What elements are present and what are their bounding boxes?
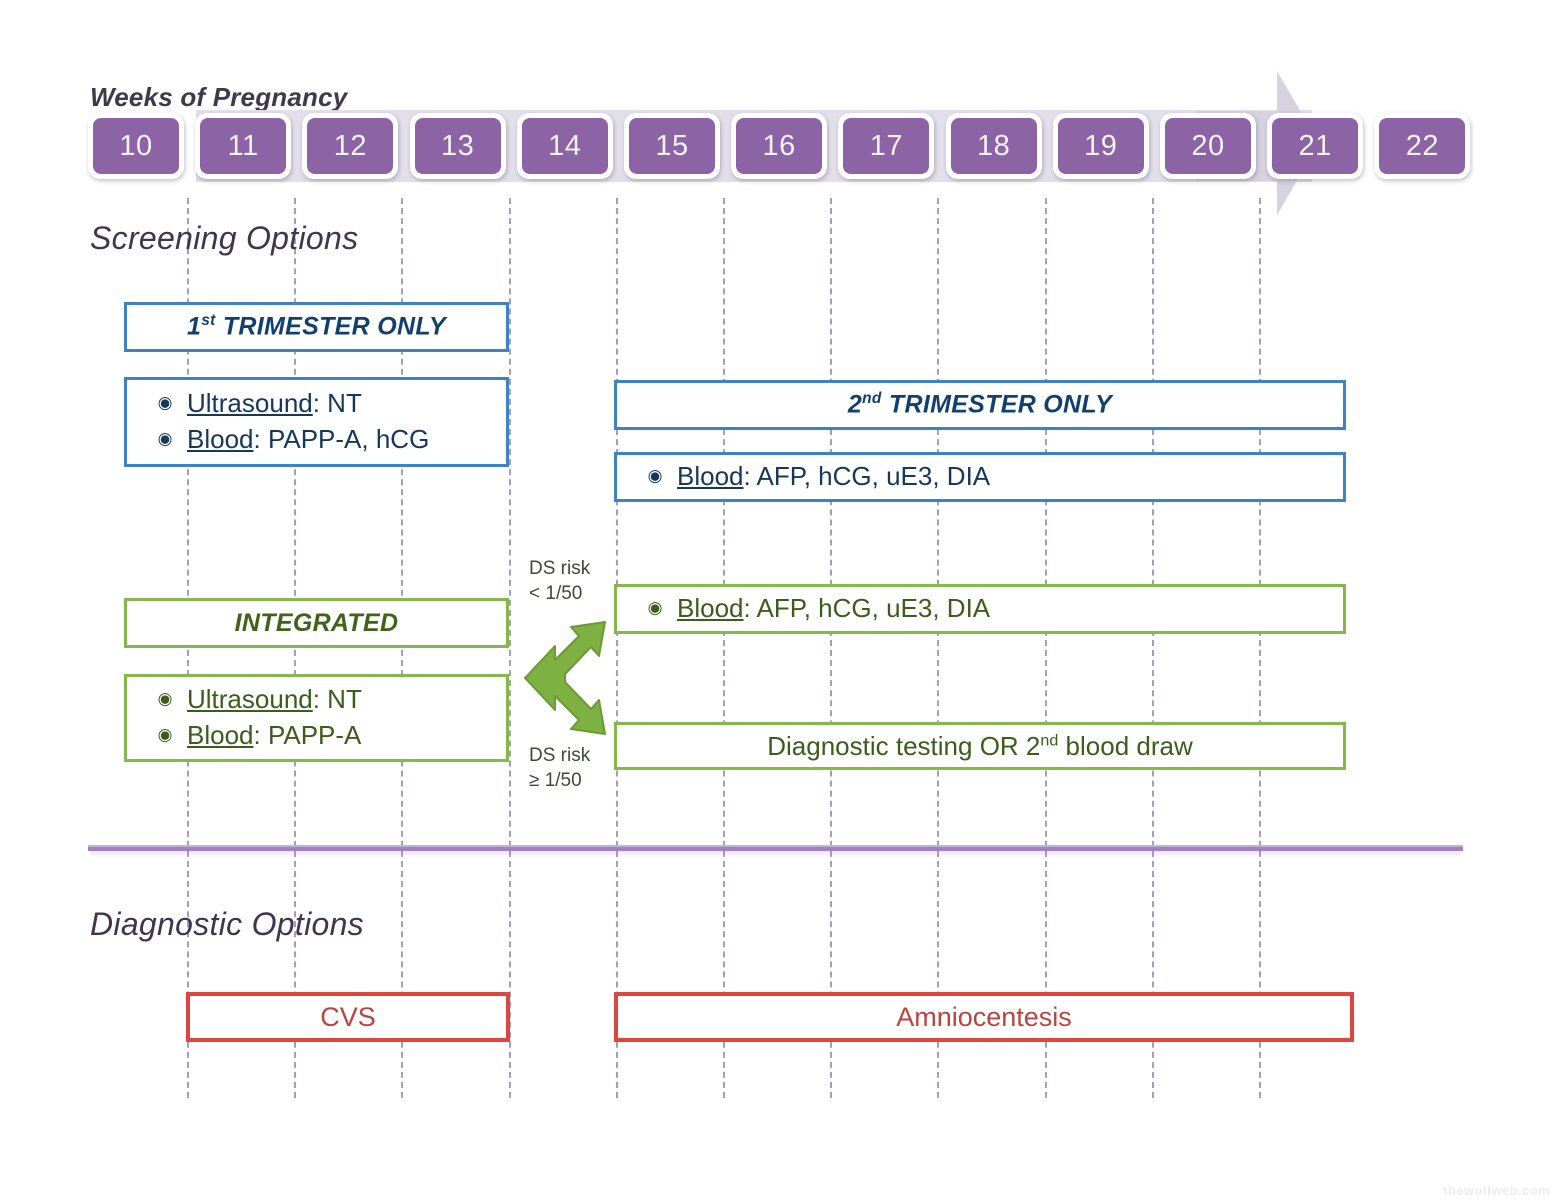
integrated-result-blood-box: ◉ Blood: AFP, hCG, uE3, DIA	[614, 584, 1346, 634]
week-box-12[interactable]: 12	[302, 113, 399, 179]
second-trimester-list: ◉ Blood: AFP, hCG, uE3, DIA	[617, 459, 1343, 495]
circled-dot-icon: ◉	[157, 725, 173, 744]
week-box-11[interactable]: 11	[195, 113, 292, 179]
cvs-label: CVS	[320, 1001, 376, 1032]
week-label: 14	[521, 118, 608, 174]
integrated-result-list: ◉ Blood: AFP, hCG, uE3, DIA	[617, 591, 1343, 627]
week-box-13[interactable]: 13	[409, 113, 506, 179]
week-label: 11	[200, 118, 287, 174]
week-gridline	[294, 198, 297, 1098]
week-box-15[interactable]: 15	[624, 113, 720, 179]
circled-dot-icon: ◉	[157, 429, 173, 448]
week-label: 15	[629, 118, 715, 174]
site-watermark: thewolfweb.com	[1443, 1183, 1550, 1198]
second-trimester-items-box: ◉ Blood: AFP, hCG, uE3, DIA	[614, 452, 1346, 502]
amniocentesis-label: Amniocentesis	[896, 1001, 1072, 1032]
week-label: 19	[1057, 118, 1144, 174]
week-label: 21	[1272, 118, 1359, 174]
circled-dot-icon: ◉	[647, 466, 663, 486]
branching-arrow-icon	[524, 621, 606, 735]
circled-dot-icon: ◉	[157, 689, 173, 709]
ds-risk-high-label: DS risk ≥ 1/50	[529, 745, 591, 791]
list-item-text: Blood: AFP, hCG, uE3, DIA	[677, 593, 991, 624]
first-trimester-header-box: 1st TRIMESTER ONLY	[124, 302, 509, 352]
week-scale: 10 11 12 13 14 15 16 17 18 19 20 21 22	[88, 113, 1488, 183]
integrated-items-box: ◉ Ultrasound: NT ◉ Blood: PAPP-A	[124, 674, 509, 762]
list-item: ◉ Blood: AFP, hCG, uE3, DIA	[633, 459, 1343, 495]
week-label: 10	[93, 118, 179, 174]
week-box-19[interactable]: 19	[1052, 113, 1149, 179]
timeline-title: Weeks of Pregnancy	[90, 82, 348, 112]
first-trimester-header-text: 1st TRIMESTER ONLY	[186, 312, 447, 341]
week-box-20[interactable]: 20	[1160, 113, 1256, 179]
integrated-header-text: INTEGRATED	[234, 608, 399, 637]
integrated-list: ◉ Ultrasound: NT ◉ Blood: PAPP-A	[127, 682, 506, 754]
first-trimester-list: ◉ Ultrasound: NT ◉ Blood: PAPP-A, hCG	[127, 386, 506, 458]
week-label: 20	[1165, 118, 1251, 174]
second-trimester-header-box: 2nd TRIMESTER ONLY	[614, 380, 1346, 430]
list-item-text: Blood: PAPP-A	[187, 720, 362, 750]
week-box-16[interactable]: 16	[731, 113, 828, 179]
week-label: 18	[950, 118, 1037, 174]
screening-options-heading: Screening Options	[90, 220, 359, 256]
section-divider	[88, 845, 1463, 851]
week-gridline	[1151, 198, 1154, 1098]
list-item-text: Blood: AFP, hCG, uE3, DIA	[677, 461, 991, 492]
list-item: ◉ Blood: PAPP-A	[143, 718, 506, 754]
list-item: ◉ Blood: PAPP-A, hCG	[143, 422, 506, 458]
week-gridline	[615, 198, 618, 1098]
list-item-text: Ultrasound: NT	[187, 388, 362, 419]
second-trimester-header-text: 2nd TRIMESTER ONLY	[847, 390, 1113, 419]
list-item: ◉ Ultrasound: NT	[143, 386, 506, 422]
week-gridline	[937, 198, 940, 1098]
list-item: ◉ Ultrasound: NT	[143, 682, 506, 718]
week-box-10[interactable]: 10	[88, 113, 184, 179]
week-gridline	[830, 198, 833, 1098]
week-box-18[interactable]: 18	[945, 113, 1042, 179]
list-item-text: Ultrasound: NT	[187, 684, 362, 715]
week-gridline	[187, 198, 189, 1098]
week-gridline	[401, 198, 404, 1098]
integrated-header-box: INTEGRATED	[124, 598, 509, 648]
cvs-box: CVS	[186, 992, 510, 1042]
integrated-result-diagnostic-box: Diagnostic testing OR 2nd blood draw	[614, 722, 1346, 770]
week-gridline	[723, 198, 725, 1098]
week-label: 22	[1379, 118, 1466, 174]
amniocentesis-box: Amniocentesis	[614, 992, 1354, 1042]
week-box-17[interactable]: 17	[838, 113, 935, 179]
integrated-result-diagnostic-text: Diagnostic testing OR 2nd blood draw	[767, 730, 1193, 761]
first-trimester-items-box: ◉ Ultrasound: NT ◉ Blood: PAPP-A, hCG	[124, 377, 509, 467]
list-item-text: Blood: PAPP-A, hCG	[187, 424, 430, 454]
circled-dot-icon: ◉	[157, 393, 173, 413]
week-box-22[interactable]: 22	[1374, 113, 1471, 179]
week-label: 17	[843, 118, 930, 174]
week-gridline	[508, 198, 511, 1098]
week-label: 13	[414, 118, 501, 174]
week-box-14[interactable]: 14	[516, 113, 613, 179]
diagnostic-options-heading: Diagnostic Options	[90, 906, 364, 942]
week-label: 12	[307, 118, 394, 174]
week-gridline	[1259, 198, 1261, 1098]
ds-risk-low-label: DS risk < 1/50	[529, 558, 591, 604]
list-item: ◉ Blood: AFP, hCG, uE3, DIA	[633, 591, 1343, 627]
week-gridline	[1044, 198, 1047, 1098]
circled-dot-icon: ◉	[647, 598, 663, 618]
week-box-21[interactable]: 21	[1267, 113, 1364, 179]
week-label: 16	[736, 118, 823, 174]
